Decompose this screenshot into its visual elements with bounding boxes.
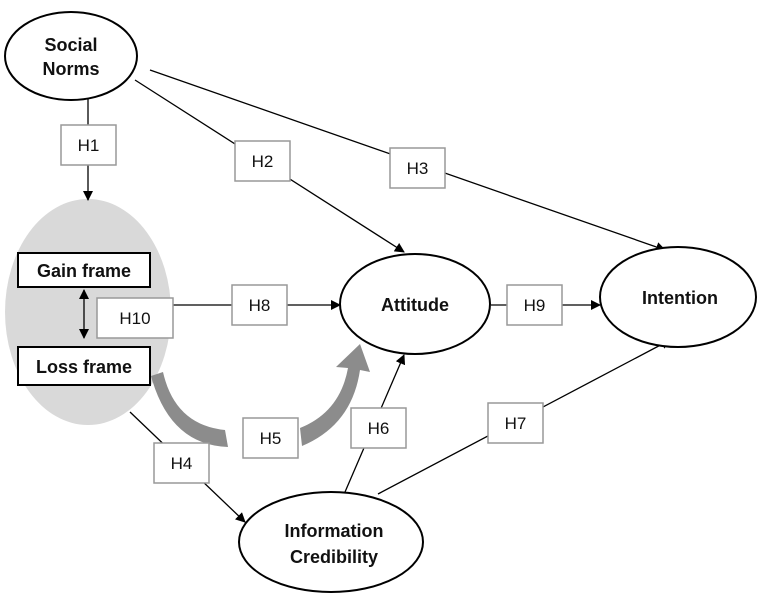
node-attitude bbox=[339, 253, 491, 355]
label-h3: H3 bbox=[407, 159, 429, 178]
intention-label: Intention bbox=[642, 288, 718, 308]
label-box-h8 bbox=[231, 284, 288, 326]
node-loss-frame bbox=[17, 346, 151, 386]
curved-arrow-h5-tail bbox=[151, 372, 228, 447]
label-box-h9 bbox=[506, 284, 563, 326]
label-h9: H9 bbox=[524, 296, 546, 315]
label-box-h4 bbox=[153, 442, 210, 484]
label-box-h7 bbox=[487, 402, 544, 444]
node-intention bbox=[599, 246, 757, 348]
node-information-credibility bbox=[238, 491, 424, 593]
label-box-h2 bbox=[234, 140, 291, 182]
node-social-norms bbox=[4, 11, 138, 101]
information-credibility-line1: Information bbox=[285, 521, 384, 541]
attitude-label: Attitude bbox=[381, 295, 449, 315]
label-h1: H1 bbox=[78, 136, 100, 155]
label-box-h6 bbox=[350, 407, 407, 449]
label-box-h10 bbox=[96, 297, 174, 339]
loss-frame-label: Loss frame bbox=[36, 357, 132, 377]
node-gain-frame bbox=[17, 252, 151, 288]
label-h4: H4 bbox=[171, 454, 193, 473]
label-h6: H6 bbox=[368, 419, 390, 438]
label-h5: H5 bbox=[260, 429, 282, 448]
label-box-h3 bbox=[389, 147, 446, 189]
label-h2: H2 bbox=[252, 152, 274, 171]
social-norms-line2: Norms bbox=[42, 59, 99, 79]
social-norms-line1: Social bbox=[44, 35, 97, 55]
curved-arrow-h5-head bbox=[300, 344, 370, 446]
gain-frame-label: Gain frame bbox=[37, 261, 131, 281]
information-credibility-line2: Credibility bbox=[290, 547, 378, 567]
label-h10: H10 bbox=[119, 309, 150, 328]
label-box-h5 bbox=[242, 417, 299, 459]
label-box-h1 bbox=[60, 124, 117, 166]
label-h7: H7 bbox=[505, 414, 527, 433]
label-h8: H8 bbox=[249, 296, 271, 315]
